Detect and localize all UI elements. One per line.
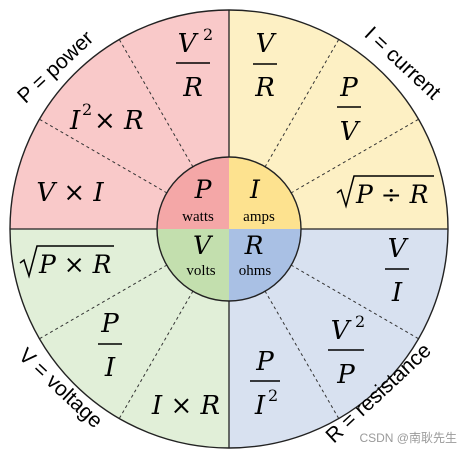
svg-text:2: 2 (355, 312, 365, 331)
sector-dividers (38, 38, 420, 420)
formula-sqrt-p-times-r: P × R (19, 245, 114, 279)
core-voltage-symbol: V (193, 231, 214, 260)
formula-v2-over-r: V 2 R (176, 25, 213, 103)
svg-text:V: V (331, 316, 352, 346)
formula-i2-times-r: I 2 × R (69, 100, 144, 136)
inner-ring (156, 156, 302, 302)
svg-text:V: V (388, 234, 409, 264)
formula-v2-over-p: V 2 P (328, 312, 365, 390)
formula-p-over-v: P V (337, 73, 361, 147)
watermark: CSDN @南耿先生 (359, 430, 457, 445)
svg-text:V: V (256, 29, 277, 59)
svg-text:2: 2 (203, 25, 213, 44)
svg-text:P: P (100, 309, 119, 339)
formula-i-times-r: I × R (151, 391, 220, 421)
core-power-symbol: P (194, 175, 213, 204)
quadrant-voltage (10, 229, 229, 448)
svg-text:2: 2 (268, 386, 278, 405)
svg-text:× R: × R (94, 106, 144, 136)
core-voltage-unit: volts (186, 263, 215, 279)
svg-text:R: R (254, 73, 275, 103)
svg-text:V: V (178, 29, 199, 59)
core-current-unit: amps (243, 209, 275, 225)
core-current (229, 157, 301, 229)
svg-text:I: I (254, 391, 266, 421)
core-resistance-unit: ohms (239, 263, 272, 279)
svg-text:I: I (104, 353, 116, 383)
formula-v-over-r: V R (253, 29, 277, 103)
core-power-unit: watts (182, 209, 214, 225)
outer-ring (9, 9, 449, 449)
svg-text:P: P (255, 347, 274, 377)
svg-text:2: 2 (82, 100, 92, 119)
formula-v-times-i: V × I (36, 178, 104, 208)
formula-p-over-i2: P I 2 (250, 347, 280, 421)
svg-text:P × R: P × R (38, 250, 112, 279)
formula-sqrt-p-div-r: P ÷ R (336, 175, 434, 209)
svg-text:V: V (340, 117, 361, 147)
core-resistance (229, 229, 301, 301)
formula-v-over-i: V I (385, 234, 409, 308)
core-resistance-symbol: R (244, 231, 264, 260)
quadrant-current (229, 10, 448, 229)
quadrant-resistance (229, 229, 448, 448)
svg-text:P ÷ R: P ÷ R (355, 180, 429, 209)
formula-p-over-i: P I (98, 309, 122, 383)
svg-text:R: R (182, 73, 203, 103)
quadrant-power (10, 10, 229, 229)
core-current-symbol: I (249, 175, 261, 204)
core-voltage (157, 229, 229, 301)
svg-text:P: P (339, 73, 358, 103)
svg-text:P: P (336, 360, 355, 390)
core-power (157, 157, 229, 229)
svg-text:I: I (391, 278, 403, 308)
svg-text:I: I (69, 106, 81, 136)
